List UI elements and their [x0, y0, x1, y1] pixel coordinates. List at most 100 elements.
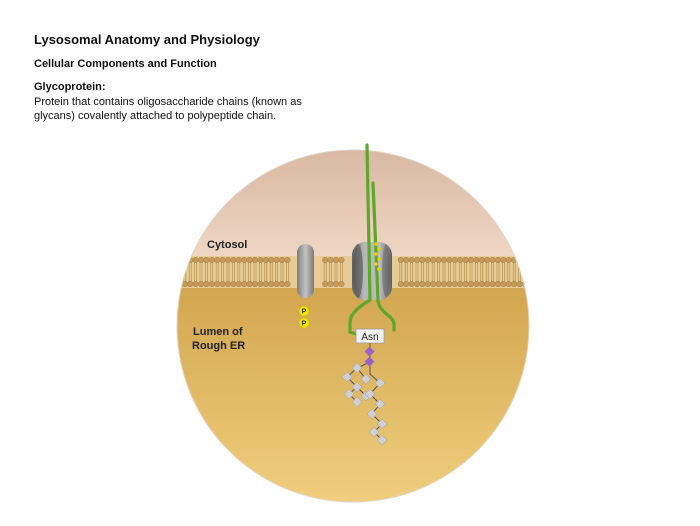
lipid-tail: [226, 272, 230, 281]
lipid-tail: [259, 263, 262, 272]
signal-sequence-dots: [374, 242, 381, 271]
lipid-head: [251, 280, 259, 288]
lipid-tail: [410, 272, 413, 281]
lipid-head: [273, 256, 280, 264]
lipid-head: [419, 280, 426, 288]
glycan-chain: [341, 343, 388, 446]
lipid-head: [419, 256, 426, 264]
lipid-tail: [469, 272, 473, 281]
lipid-head: [451, 280, 458, 288]
lipid-head: [473, 280, 480, 288]
lipid-head: [467, 256, 475, 264]
mannose-sugar: [376, 434, 388, 446]
lipid-head: [177, 256, 178, 264]
lipid-tail: [529, 272, 531, 281]
header: Lysosomal Anatomy and Physiology Cellula…: [34, 32, 674, 123]
lipid-head: [484, 280, 491, 288]
lipid-tail: [480, 272, 484, 281]
lumen-label-line-1: Lumen of: [193, 326, 243, 338]
lipid-tail: [248, 263, 251, 272]
lipid-head: [224, 256, 232, 264]
lipid-head: [440, 280, 448, 288]
lipid-tail: [215, 272, 219, 281]
lipid-head: [430, 256, 437, 264]
lipid-tail: [178, 263, 181, 272]
lipid-head: [516, 256, 523, 264]
membrane-protein-cylinder: [297, 244, 314, 298]
lipid-head: [435, 280, 442, 288]
lipid-tail: [415, 272, 419, 281]
page-subtitle: Cellular Components and Function: [34, 58, 217, 70]
lipid-head: [446, 280, 453, 288]
polypeptide-loop-right: [371, 181, 396, 332]
mannose-sugar: [351, 362, 363, 374]
lipid-head: [262, 256, 269, 264]
lipid-tail: [264, 272, 268, 281]
lipid-head: [397, 280, 404, 288]
lipid-tail: [453, 272, 457, 281]
lipid-head: [467, 280, 475, 288]
lipid-head: [457, 280, 464, 288]
phosphate-label: P: [302, 309, 307, 316]
helix-dot: [374, 242, 378, 246]
lipid-head: [219, 256, 226, 264]
lipid-head: [500, 256, 507, 264]
glcnac-sugar: [364, 346, 375, 357]
lipid-head: [214, 256, 221, 264]
lipid-tail: [280, 272, 284, 281]
lipid-head: [527, 280, 529, 288]
lipid-tail: [205, 263, 208, 272]
lipid-tail: [323, 263, 327, 272]
phosphate-group-2: P: [298, 317, 310, 329]
mannose-sugar: [376, 418, 388, 430]
lipid-head: [246, 280, 253, 288]
asn-label: Asn: [361, 332, 378, 343]
lipid-head: [230, 280, 237, 288]
lipid-head: [403, 256, 410, 264]
translocon-shadow: [382, 245, 390, 297]
lipid-tail: [237, 263, 241, 272]
lipid-tail: [502, 272, 505, 281]
lipid-tail: [421, 272, 424, 281]
lipid-tail: [491, 263, 494, 272]
cell-section: [177, 150, 531, 502]
lipid-head: [268, 256, 275, 264]
lipid-head: [177, 280, 178, 288]
mannose-sugar: [343, 388, 355, 400]
lipid-head: [241, 256, 248, 264]
lipid-tail: [507, 263, 511, 272]
lipid-head: [478, 280, 485, 288]
lipid-head: [413, 256, 421, 264]
lipid-tail: [448, 263, 451, 272]
lipid-tail: [215, 263, 219, 272]
lipid-tail: [253, 263, 257, 272]
lipid-tail: [453, 263, 457, 272]
lipid-head: [457, 256, 464, 264]
lipid-head: [219, 280, 226, 288]
definition-line-2: glycans) covalently attached to polypept…: [34, 110, 277, 122]
lipid-head: [327, 256, 334, 264]
lipid-head: [494, 280, 502, 288]
lipid-head: [197, 280, 205, 288]
lipid-tail: [221, 263, 224, 272]
lipid-head: [424, 280, 431, 288]
lipid-head: [505, 256, 512, 264]
lipid-tail: [210, 272, 214, 281]
lipid-tail: [512, 272, 516, 281]
page-title: Lysosomal Anatomy and Physiology: [34, 32, 260, 47]
lipid-head: [435, 256, 442, 264]
lipid-tail: [491, 272, 494, 281]
lipid-tail: [329, 263, 332, 272]
lipid-head: [187, 280, 194, 288]
lipid-head: [397, 256, 404, 264]
mannose-sugar: [374, 398, 386, 410]
lipid-tail: [334, 263, 338, 272]
lipid-head: [494, 256, 502, 264]
lipid-head: [511, 280, 518, 288]
lipid-tail: [507, 272, 511, 281]
lipid-tail: [437, 263, 440, 272]
grey-cylinder: [297, 244, 314, 298]
lipid-head: [246, 256, 253, 264]
lipid-head: [489, 256, 496, 264]
